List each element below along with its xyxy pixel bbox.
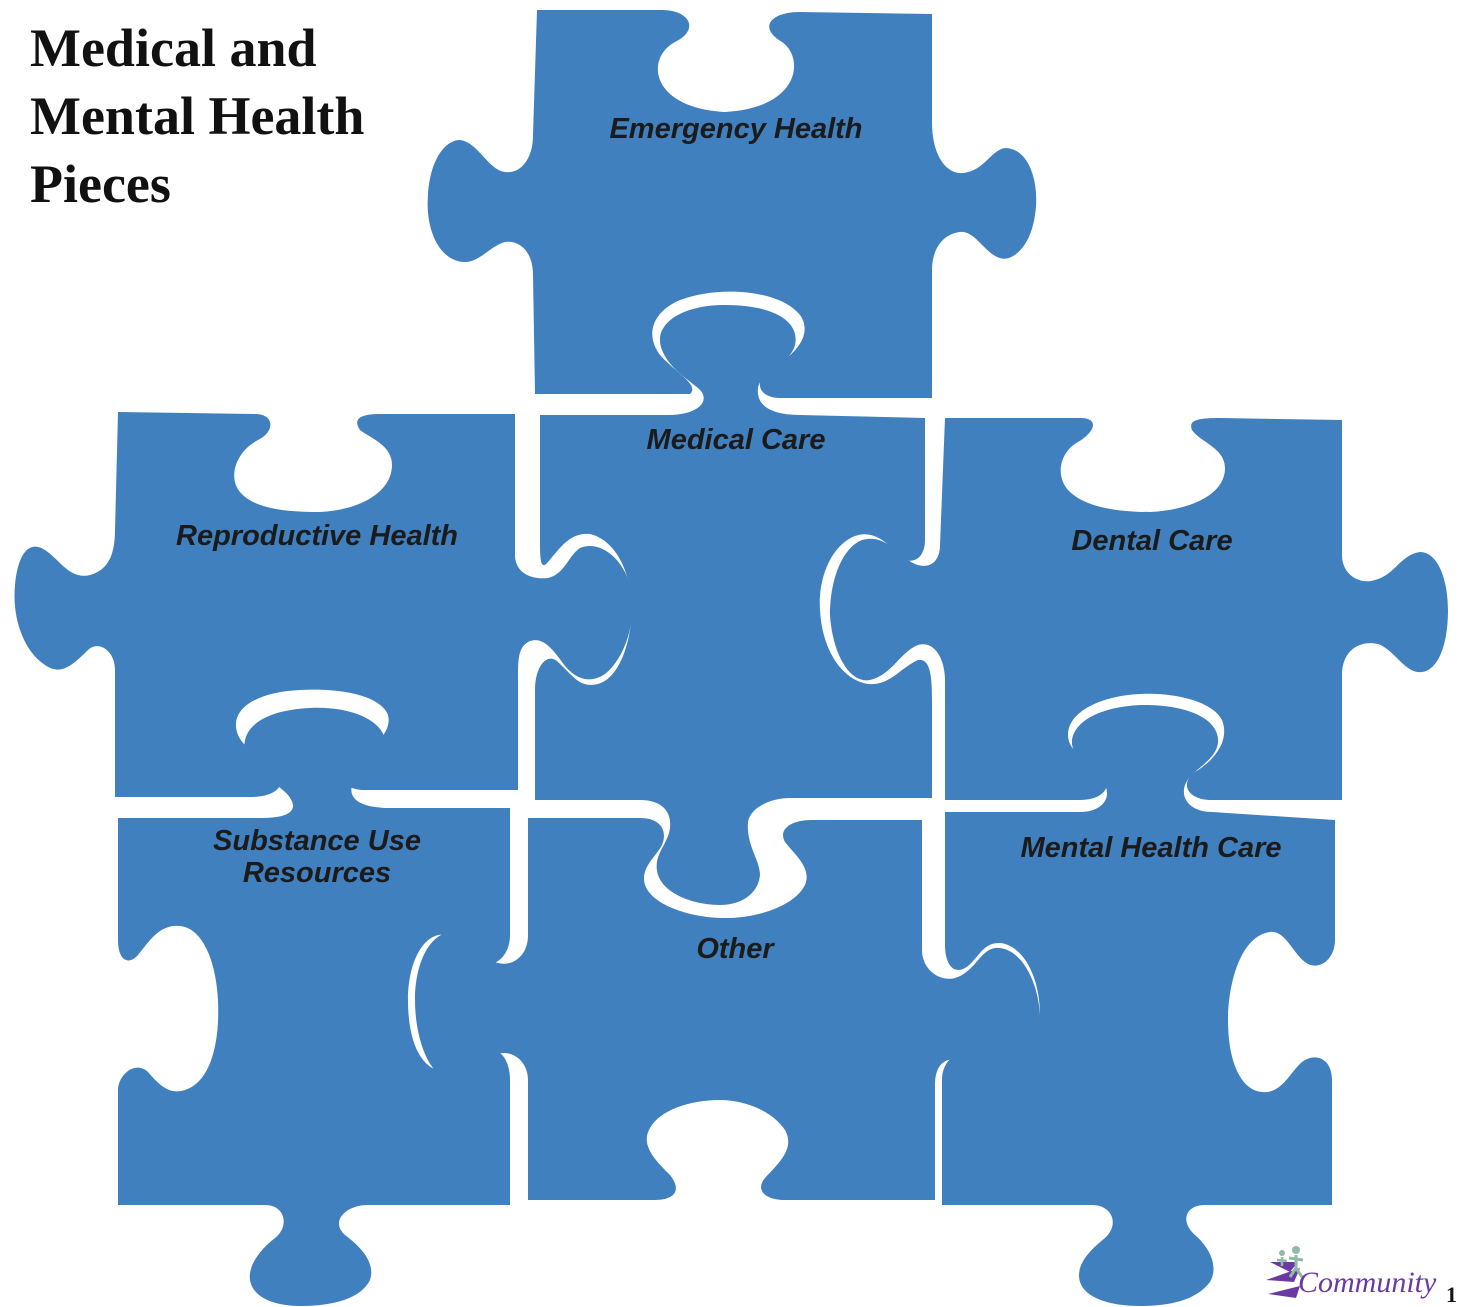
puzzle-piece-medical-care xyxy=(535,305,932,905)
puzzle-piece-emergency-health xyxy=(427,10,1037,398)
page-number: 1 xyxy=(1446,1282,1457,1307)
people-circle-logo-icon xyxy=(1266,1246,1304,1298)
label-dental-care: Dental Care xyxy=(1071,525,1232,557)
puzzle-piece-reproductive-health xyxy=(14,412,633,797)
label-medical-care: Medical Care xyxy=(647,424,826,456)
puzzle-piece-substance-use xyxy=(118,707,510,1306)
puzzle-piece-dental-care xyxy=(830,418,1448,800)
label-substance-use-line2: Resources xyxy=(243,857,391,889)
page-title: Medical and Mental Health Pieces xyxy=(30,18,365,214)
label-mental-health-care: Mental Health Care xyxy=(1020,832,1281,864)
label-other: Other xyxy=(696,933,775,965)
puzzle-piece-other xyxy=(415,818,1041,1200)
label-reproductive-health: Reproductive Health xyxy=(176,520,458,552)
logo-wordmark: Community xyxy=(1298,1266,1437,1299)
label-emergency-health: Emergency Health xyxy=(609,113,862,145)
puzzle-piece-mental-health-care xyxy=(942,705,1335,1306)
label-substance-use-line1: Substance Use xyxy=(213,825,421,857)
